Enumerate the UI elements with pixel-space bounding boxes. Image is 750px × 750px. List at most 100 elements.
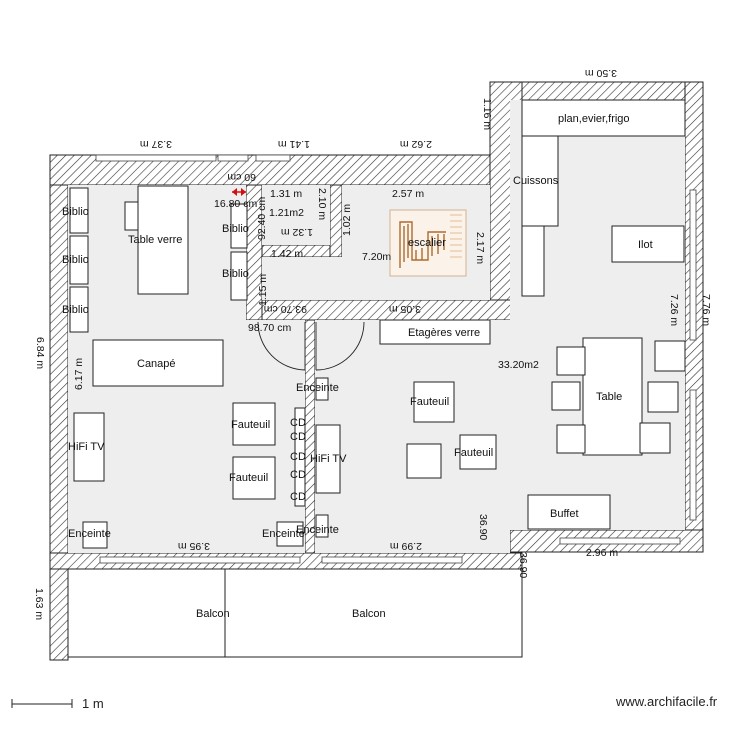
biblio-shelf-5 [230, 251, 248, 301]
label-hifi-right: HiFi TV [310, 453, 347, 465]
room-labels: Biblio Biblio Biblio Table verre Canapé … [62, 113, 653, 620]
dim-210: 2.10 m [316, 188, 328, 220]
label-cuissons: Cuissons [513, 175, 559, 187]
dim-cm2: 16.80 cm [214, 198, 257, 210]
label-enceinte-bm: Enceinte [262, 528, 305, 540]
dim-296: 2.96 m [586, 547, 618, 559]
biblio-shelf-4 [230, 203, 248, 249]
label-escalier: escalier [408, 237, 446, 249]
chair-6 [639, 422, 671, 454]
cd-label-1: CD [290, 417, 306, 429]
dim-217: 2.17 m [474, 232, 486, 264]
dim-684: 6.84 m [34, 337, 46, 369]
table-rect [582, 337, 643, 456]
label-table-verre: Table verre [128, 234, 182, 246]
scale-label: 1 m [82, 696, 104, 711]
label-plan-evier: plan,evier,frigo [558, 113, 630, 125]
dim-257: 2.57 m [392, 188, 424, 200]
dim-top-mid: 1.41 m [278, 138, 310, 150]
dim-3690a: 36.90 [477, 514, 489, 540]
hifi-left-rect [73, 412, 105, 482]
biblio-shelf-2 [69, 235, 89, 285]
plan-evier-rect [521, 99, 686, 137]
label-enceinte-mid: Enceinte [296, 382, 339, 394]
scale-bar [11, 699, 73, 708]
hifi-right-rect [315, 424, 341, 494]
fauteuil-3-rect [413, 381, 455, 423]
dim-top-right: 3.50 m [585, 67, 617, 79]
dim-102: 1.02 m [341, 204, 353, 236]
biblio-shelf-3 [69, 286, 89, 333]
label-biblio-4: Biblio [222, 223, 249, 235]
label-biblio-1: Biblio [62, 206, 89, 218]
chair-left [124, 201, 139, 231]
dim-131: 1.31 m [270, 188, 302, 200]
cd-label-4: CD [290, 469, 306, 481]
red-marker-icon [232, 188, 246, 196]
chair-5 [647, 381, 679, 413]
label-balcon-1: Balcon [196, 608, 230, 620]
label-canape: Canapé [137, 358, 176, 370]
label-buffet: Buffet [550, 508, 579, 520]
label-etageres: Etagères verre [408, 327, 480, 339]
enceinte-mid-rect [315, 377, 329, 401]
label-ilot: Ilot [638, 239, 653, 251]
label-biblio-5: Biblio [222, 268, 249, 280]
dim-3690b: 36.90 [517, 552, 529, 578]
etageres-rect [379, 319, 491, 345]
dim-right-gap: 1.16 m [481, 98, 493, 130]
stair-icon [389, 209, 467, 277]
doors [257, 321, 365, 371]
chair-2 [551, 381, 581, 411]
dim-top-stair: 2.62 m [400, 138, 432, 150]
canape-rect [92, 339, 224, 387]
enceinte-mid2-rect [315, 514, 329, 538]
fauteuil-2-rect [232, 456, 276, 500]
dimension-labels: 3.37 m 1.41 m 2.62 m 3.50 m 1.16 m 60 cm… [33, 67, 712, 620]
label-hifi-left: HiFi TV [68, 441, 105, 453]
site-watermark: www.archifacile.fr [616, 694, 718, 709]
dim-115: 1.15 m [257, 274, 269, 306]
kitchen-counter-side [521, 225, 545, 297]
chair-3 [556, 424, 586, 454]
enceinte-bm-rect [276, 521, 304, 547]
dim-720: 7.20m [362, 251, 391, 263]
label-fauteuil-3: Fauteuil [410, 396, 449, 408]
furniture [69, 99, 686, 549]
cd-label-2: CD [290, 431, 306, 443]
dim-240: 92.40 cm [256, 197, 268, 240]
biblio-shelf-1 [69, 187, 89, 234]
fauteuil-1-rect [232, 402, 276, 446]
dim-142: 1.42 m [271, 248, 303, 260]
windows [95, 154, 697, 564]
dim-top-left: 3.37 m [140, 138, 172, 150]
buffet-rect [527, 494, 611, 530]
dim-305: 3.05 m [389, 303, 421, 315]
label-table: Table [596, 391, 622, 403]
enceinte-bl-rect [82, 521, 108, 549]
label-enceinte-mid2: Enceinte [296, 524, 339, 536]
dim-163: 1.63 m [33, 588, 45, 620]
fauteuil-4-rect [459, 434, 497, 470]
label-fauteuil-1: Fauteuil [231, 419, 270, 431]
dim-617: 6.17 m [73, 358, 85, 390]
dim-9870: 98.70 cm [248, 322, 291, 334]
dim-cm1: 60 cm [227, 171, 256, 183]
square-table-rect [406, 443, 442, 479]
table-verre-rect [137, 185, 189, 295]
ilot-rect [611, 225, 685, 263]
cuissons-rect [521, 135, 559, 227]
label-fauteuil-2: Fauteuil [229, 472, 268, 484]
balcony [67, 568, 523, 658]
cd-labels: CD CD CD CD CD [290, 417, 306, 503]
cd-label-3: CD [290, 451, 306, 463]
label-biblio-2: Biblio [62, 254, 89, 266]
label-enceinte-bl: Enceinte [68, 528, 111, 540]
label-fauteuil-4: Fauteuil [454, 447, 493, 459]
label-balcon-2: Balcon [352, 608, 386, 620]
dim-395: 3.95 m [178, 540, 210, 552]
cd-label-5: CD [290, 491, 306, 503]
dim-132: 1.32 m [281, 226, 313, 238]
dim-726: 7.26 m [668, 294, 680, 326]
